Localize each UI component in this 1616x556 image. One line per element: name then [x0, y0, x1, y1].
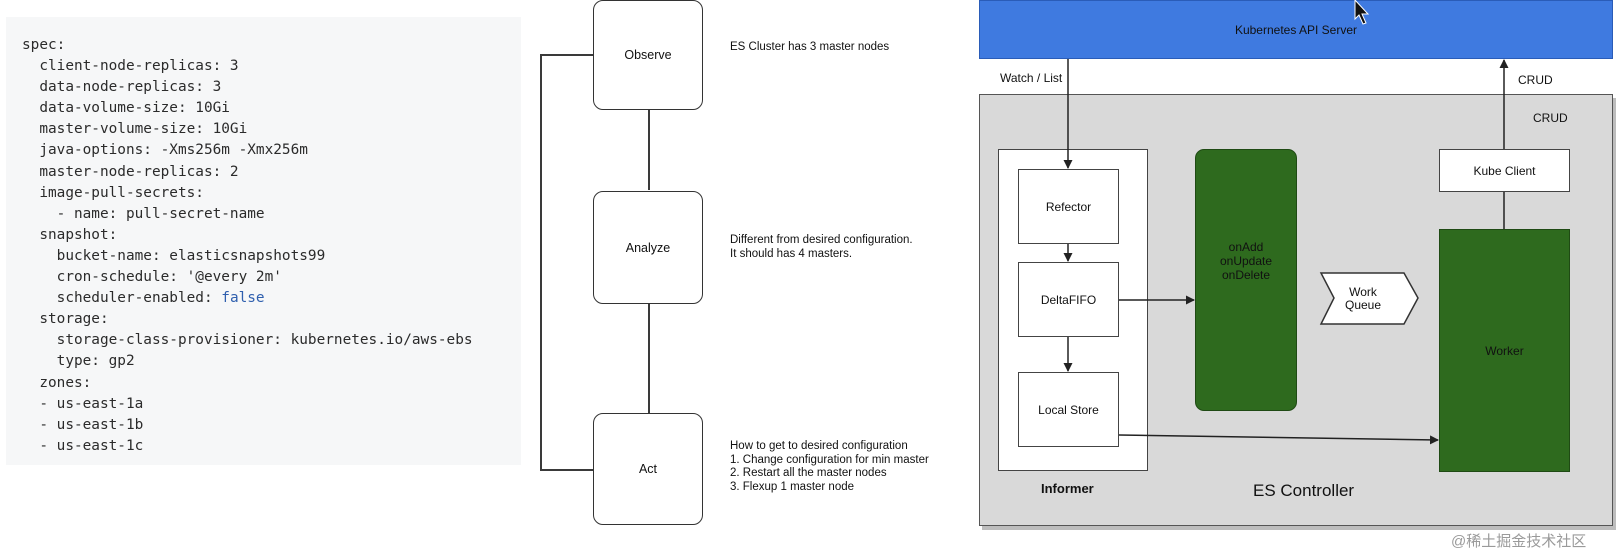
worker-box: Worker [1439, 229, 1570, 472]
act-box: Act [593, 413, 703, 525]
local-store-label: Local Store [1038, 402, 1099, 417]
analyze-act-connector [648, 304, 650, 414]
kubernetes-api-server-bar: Kubernetes API Server [979, 0, 1613, 59]
code-line: - us-east-1c [22, 437, 144, 454]
event-handlers-label: onAdd onUpdate onDelete [1219, 240, 1273, 282]
local-store-box: Local Store [1018, 372, 1119, 447]
kube-client-label: Kube Client [1473, 163, 1536, 178]
refector-label: Refector [1045, 199, 1092, 214]
worker-label: Worker [1485, 343, 1524, 358]
crud-outer-label: CRUD [1518, 73, 1553, 87]
refector-box: Refector [1018, 169, 1119, 244]
yaml-code-block: spec: client-node-replicas: 3 data-node-… [6, 17, 521, 457]
informer-title: Informer [1041, 481, 1094, 496]
code-line: bucket-name: elasticsnapshots99 [22, 247, 326, 264]
code-line: client-node-replicas: 3 [22, 58, 239, 75]
code-line: data-volume-size: 10Gi [22, 100, 230, 117]
observe-box: Observe [593, 0, 703, 110]
analyze-box: Analyze [593, 191, 703, 304]
code-line: - name: pull-secret-name [22, 205, 265, 222]
act-note: How to get to desired configuration 1. C… [730, 440, 929, 493]
api-server-label: Kubernetes API Server [1234, 22, 1358, 37]
store-to-worker-arrow [1118, 434, 1439, 445]
analyze-label: Analyze [625, 240, 671, 255]
code-line: cron-schedule: '@every 2m' [22, 269, 282, 286]
work-queue-label: Work Queue [1344, 285, 1382, 312]
event-handlers-box: onAdd onUpdate onDelete [1195, 149, 1297, 411]
boolean-literal: false [221, 290, 265, 307]
work-queue-shape [1319, 272, 1419, 325]
analyze-note: Different from desired configuration. It… [730, 234, 913, 260]
observe-note: ES Cluster has 3 master nodes [730, 41, 890, 53]
loop-bottom-connector [540, 469, 594, 471]
watermark: @稀土掘金技术社区 [1451, 533, 1587, 550]
crud-inner-label: CRUD [1533, 111, 1568, 125]
act-label: Act [638, 462, 658, 476]
observe-analyze-connector [648, 110, 650, 190]
mouse-cursor-icon [1354, 0, 1370, 25]
delta-fifo-box: DeltaFIFO [1018, 262, 1119, 337]
loop-left-rail [540, 54, 542, 470]
loop-top-connector [540, 54, 594, 56]
delta-fifo-label: DeltaFIFO [1040, 292, 1097, 307]
es-controller-title: ES Controller [1253, 481, 1355, 500]
code-line: data-node-replicas: 3 [22, 79, 222, 96]
kube-client-box: Kube Client [1439, 149, 1570, 192]
code-line: image-pull-secrets: [22, 184, 204, 201]
code-line: storage-class-provisioner: kubernetes.io… [22, 332, 473, 349]
code-line: storage: [22, 311, 109, 328]
code-line: - us-east-1b [22, 416, 144, 433]
code-line: zones: [22, 374, 92, 391]
watch-list-label: Watch / List [1000, 71, 1063, 85]
code-line: spec: [22, 37, 66, 53]
code-line: master-volume-size: 10Gi [22, 121, 248, 138]
code-line: snapshot: [22, 226, 118, 243]
code-line: - us-east-1a [22, 395, 144, 412]
observe-label: Observe [624, 48, 672, 62]
code-line: type: gp2 [22, 353, 135, 370]
code-line: scheduler-enabled: [22, 290, 222, 307]
code-line: master-node-replicas: 2 [22, 163, 239, 180]
yaml-code-panel: spec: client-node-replicas: 3 data-node-… [6, 17, 521, 465]
code-line: java-options: -Xms256m -Xmx256m [22, 142, 308, 159]
